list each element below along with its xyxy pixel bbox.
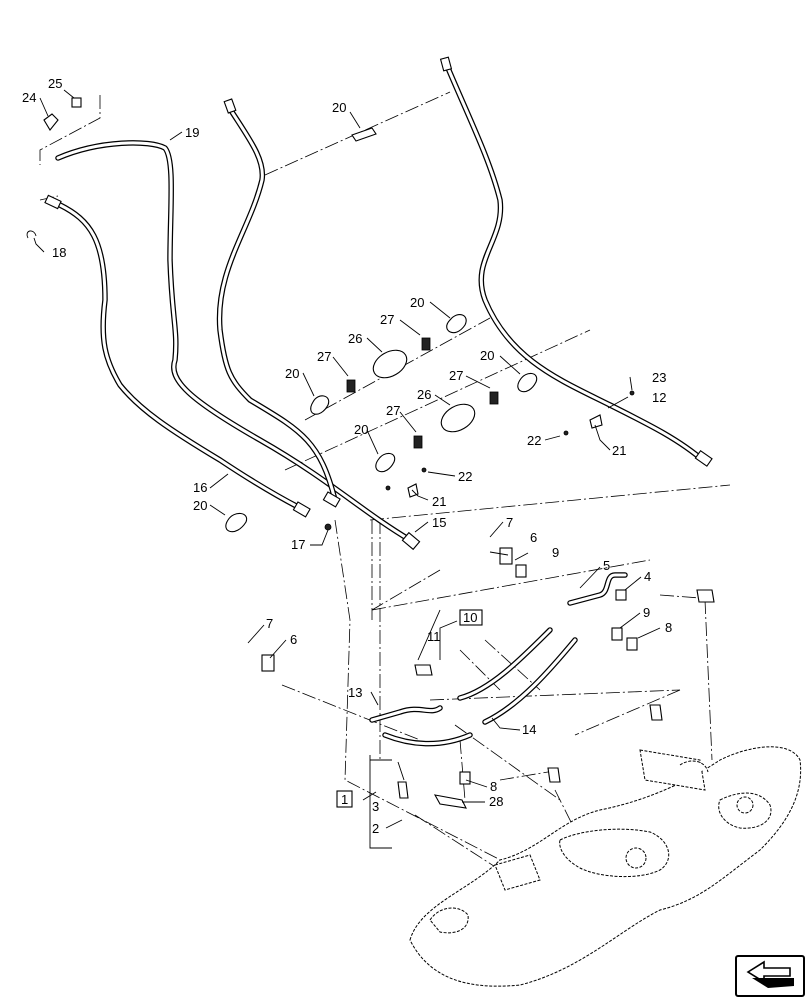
brackets-27 [346,337,499,449]
hose-16 [57,202,303,511]
sensor-fittings [397,589,715,799]
callout-22: 22 [527,433,541,448]
callout-14: 14 [522,722,536,737]
callout-6: 6 [530,530,537,545]
callout-25: 25 [48,76,62,91]
elbow-fitting-24 [43,113,59,131]
callout-16: 16 [193,480,207,495]
leader-lines [33,89,661,849]
callout-26: 26 [348,331,362,346]
callout-7: 7 [506,515,513,530]
callout-26: 26 [417,387,431,402]
callout-27: 27 [317,349,331,364]
callout-27: 27 [380,312,394,327]
hose-19 [55,140,413,543]
hose-end-fittings [44,56,713,551]
callout-20: 20 [285,366,299,381]
callout-27: 27 [449,368,463,383]
callout-19: 19 [185,125,199,140]
tube-13 [369,705,473,747]
callout-20: 20 [480,348,494,363]
callout-27: 27 [386,403,400,418]
callout-5: 5 [603,558,610,573]
callout-labels: 25 24 19 18 20 20 27 26 27 20 20 27 26 2… [22,76,672,836]
callout-20: 20 [332,100,346,115]
callout-10: 10 [463,610,477,625]
bracket-6 [261,547,513,672]
plate-8 [459,637,638,785]
plate-9 [515,564,623,641]
callout-1: 1 [341,792,348,807]
callout-4: 4 [644,569,651,584]
tube-assembly-5 [567,572,628,606]
clamps-26 [372,349,476,433]
cap-25 [71,97,82,108]
hose-15 [216,109,338,503]
assembly-guide-lines [39,91,731,871]
o-ring-18 [26,230,37,239]
callout-20: 20 [410,295,424,310]
callout-7: 7 [266,616,273,631]
callout-28: 28 [489,794,503,809]
hose-14 [457,627,578,725]
callout-8: 8 [665,620,672,635]
hose-12 [445,65,708,465]
callout-23: 23 [652,370,666,385]
callout-17: 17 [291,537,305,552]
callout-21: 21 [612,443,626,458]
callout-20: 20 [193,498,207,513]
callout-11: 11 [427,629,441,644]
callout-8: 8 [490,779,497,794]
callout-12: 12 [652,390,666,405]
arrow-navigation-icon[interactable] [735,955,805,997]
callout-3: 3 [372,799,379,814]
small-fittings [324,390,635,531]
callout-2: 2 [372,821,379,836]
callout-22: 22 [458,469,472,484]
callout-20: 20 [354,422,368,437]
callout-18: 18 [52,245,66,260]
callout-1-box [336,790,353,808]
bracket-28 [433,794,467,809]
axle-housing [409,746,802,987]
clamps-20 [225,127,538,533]
callout-9: 9 [643,605,650,620]
callout-9: 9 [552,545,559,560]
callout-21: 21 [432,494,446,509]
callout-13: 13 [348,685,362,700]
fitting-4 [615,589,627,601]
fitting-11 [414,664,433,676]
callout-24: 24 [22,90,36,105]
callout-10-box [459,609,483,626]
callout-6: 6 [290,632,297,647]
callout-15: 15 [432,515,446,530]
